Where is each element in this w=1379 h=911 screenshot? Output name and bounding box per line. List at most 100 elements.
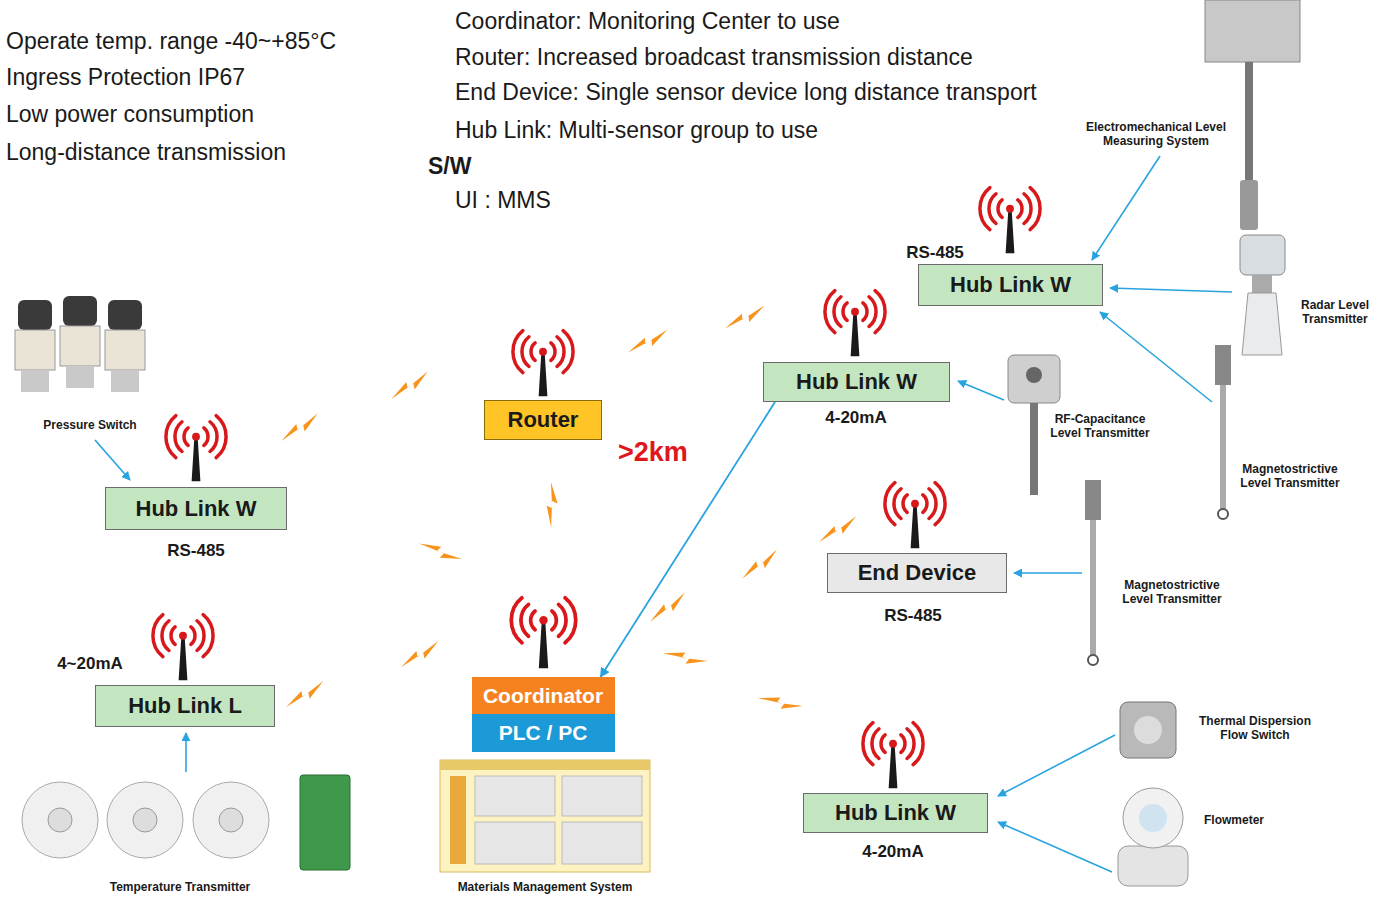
device-weight: [1240, 180, 1258, 230]
interface-label: 4~20mA: [50, 654, 130, 674]
device-rod: [1090, 520, 1096, 655]
screen-tile: [562, 822, 642, 864]
screen-caption: Materials Management System: [435, 880, 655, 894]
device-disc: [193, 782, 269, 858]
device-rod: [1030, 403, 1038, 495]
section-heading: S/W: [428, 153, 471, 181]
device-float: [1218, 509, 1228, 519]
device-neck: [1252, 275, 1272, 293]
interface-label: 4-20mA: [848, 842, 938, 862]
temperature-transmitters: [22, 775, 350, 870]
wireless-bolt: [282, 681, 327, 707]
role-note: End Device: Single sensor device long di…: [455, 79, 1037, 107]
device-disc: [107, 782, 183, 858]
plc-pc-box: PLC / PC: [472, 714, 615, 752]
interface-label: RS-485: [151, 541, 241, 561]
device-hub: [133, 808, 157, 832]
screen-tile: [475, 822, 555, 864]
node-label: Router: [508, 407, 579, 433]
spec-note: Operate temp. range -40~+85°C: [6, 28, 336, 56]
device-fitting: [21, 370, 49, 392]
interface-label: 4-20mA: [811, 408, 901, 428]
hub-link-box: Hub Link W: [918, 264, 1103, 306]
device-body: [1120, 702, 1176, 758]
antenna-icon: [863, 723, 923, 789]
device-screen: [1139, 804, 1167, 832]
sensor-arrow: [95, 440, 130, 480]
pressure-switches: [15, 296, 145, 392]
device-rod: [1220, 385, 1226, 510]
wireless-bolt: [277, 413, 322, 441]
sensor-arrow: [1014, 572, 1082, 574]
antenna-icon: [166, 416, 226, 482]
role-note: Router: Increased broadcast transmission…: [455, 44, 973, 72]
rf-capacitance-transmitter: [1008, 355, 1060, 495]
router-box: Router: [484, 400, 602, 440]
role-note: Hub Link: Multi-sensor group to use: [455, 117, 818, 145]
magnetostrictive-transmitter: [1215, 345, 1231, 519]
node-label: PLC / PC: [499, 721, 588, 745]
sensor-label: RF-Capacitance Level Transmitter: [1043, 412, 1158, 441]
device-body: [15, 330, 55, 370]
sensor-label: Pressure Switch: [30, 418, 150, 432]
din-module: [300, 775, 350, 870]
spec-note: Low power consumption: [6, 101, 254, 129]
node-label: Hub Link W: [796, 369, 917, 395]
device-cap: [18, 300, 52, 330]
antenna-icon: [513, 331, 573, 397]
hub-link-box: Hub Link L: [95, 685, 275, 727]
sensor-label: Flowmeter: [1194, 813, 1274, 827]
sensor-label: Magnetostrictive Level Transmitter: [1235, 462, 1345, 491]
wireless-bolt: [419, 534, 462, 569]
screen-tile: [562, 776, 642, 816]
device-hub: [48, 808, 72, 832]
device-float: [1088, 655, 1098, 665]
wireless-bolt: [397, 641, 442, 667]
screen-frame: [440, 760, 650, 872]
radar-level-transmitter: [1240, 235, 1285, 355]
device-disc: [22, 782, 98, 858]
distance-label: >2km: [618, 436, 688, 468]
screen-tile: [475, 776, 555, 816]
flowmeter: [1118, 788, 1188, 886]
wireless-bolt: [815, 516, 860, 542]
electromechanical-level-system: [1205, 0, 1300, 230]
wireless-bolt: [540, 482, 563, 528]
magnetostrictive-transmitter: [1085, 480, 1101, 665]
wireless-bolt: [737, 549, 782, 578]
wireless-bolt: [758, 687, 803, 716]
sensor-arrow: [1100, 312, 1212, 402]
device-housing: [1205, 0, 1300, 62]
wireless-bolt: [722, 306, 768, 329]
device-cap: [63, 296, 97, 326]
sensor-label: Electromechanical Level Measuring System: [1082, 120, 1230, 149]
node-label: Hub Link W: [950, 272, 1071, 298]
node-label: Hub Link W: [136, 496, 257, 522]
node-label: Hub Link W: [835, 800, 956, 826]
spec-note: Ingress Protection IP67: [6, 64, 245, 92]
device-horn: [1242, 293, 1282, 355]
device-body: [105, 330, 145, 370]
antenna-icon: [980, 188, 1040, 254]
software-note: UI : MMS: [455, 187, 551, 215]
hub-link-box: Hub Link W: [105, 487, 287, 530]
node-label: Coordinator: [483, 684, 603, 708]
antenna-icon: [153, 615, 213, 681]
device-head: [1215, 345, 1231, 385]
coordinator-box: Coordinator: [472, 677, 615, 714]
wireless-bolt: [625, 330, 671, 353]
mms-screenshot: [440, 760, 650, 872]
device-display: [1123, 788, 1183, 848]
sensor-arrows: [95, 156, 1232, 872]
sensor-label: Radar Level Transmitter: [1295, 298, 1375, 327]
device-rod: [1245, 62, 1253, 182]
sensor-label: Thermal Dispersion Flow Switch: [1195, 714, 1315, 743]
node-label: Hub Link L: [128, 693, 242, 719]
device-head: [1008, 355, 1060, 403]
device-head: [1240, 235, 1285, 275]
antenna-icon: [885, 483, 945, 549]
hub-link-box: Hub Link W: [763, 362, 950, 402]
wireless-bolt: [663, 642, 708, 671]
end-device-box: End Device: [827, 553, 1007, 593]
